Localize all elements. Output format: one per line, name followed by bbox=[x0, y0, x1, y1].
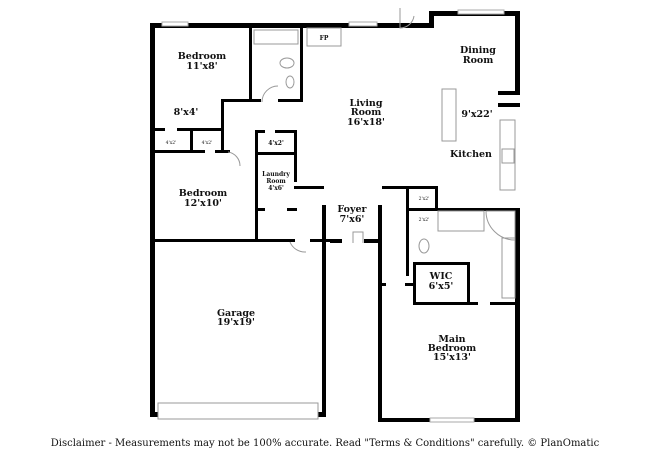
kitchen-island bbox=[441, 88, 457, 142]
fireplace-box bbox=[306, 27, 342, 47]
wic-name: WIC bbox=[429, 271, 453, 282]
toilet-icon bbox=[418, 238, 430, 254]
kitchen-size: 9'x22' bbox=[461, 109, 492, 120]
wic-size: 6'x5' bbox=[429, 281, 454, 292]
tub-icon bbox=[485, 210, 516, 241]
living-name1: Living bbox=[350, 98, 383, 109]
fireplace-label: FP bbox=[320, 35, 329, 42]
counter bbox=[499, 119, 516, 191]
garage-name: Garage bbox=[217, 308, 255, 319]
closet-a-size: 4'x2' bbox=[166, 140, 177, 146]
shower-icon bbox=[437, 210, 485, 232]
closet-d-size: 2'x2' bbox=[419, 196, 430, 202]
foyer-name: Foyer bbox=[337, 204, 367, 215]
sink-icon bbox=[285, 75, 295, 89]
main-bedroom-name1: Main bbox=[438, 334, 465, 345]
laundry-name1: Laundry bbox=[262, 171, 290, 178]
bedroom1-name: Bedroom bbox=[178, 51, 226, 62]
dining-name2: Room bbox=[463, 55, 494, 66]
kitchen-name: Kitchen bbox=[450, 149, 492, 160]
bathtub-icon bbox=[253, 29, 299, 45]
vanity-icon bbox=[501, 237, 516, 299]
room-labels: Bedroom 11'x8' 8'x4' 4'x2' 4'x2' 4'x2' L… bbox=[166, 35, 497, 363]
living-name2: Room bbox=[351, 107, 382, 118]
laundry-name2: Room bbox=[266, 178, 286, 185]
foyer-size: 7'x6' bbox=[340, 214, 365, 225]
dining-name1: Dining bbox=[460, 45, 496, 56]
laundry-size: 4'x6' bbox=[268, 185, 284, 192]
garage-size: 19'x19' bbox=[217, 317, 255, 328]
bedroom1-size: 11'x8' bbox=[186, 61, 217, 72]
disclaimer: Disclaimer - Measurements may not be 100… bbox=[50, 438, 600, 449]
closet-c-size: 4'x2' bbox=[268, 140, 284, 147]
doors bbox=[227, 8, 415, 253]
toilet-icon bbox=[279, 57, 295, 69]
bedroom2-size: 12'x10' bbox=[184, 198, 222, 209]
stove-icon bbox=[501, 148, 515, 164]
closet-e-size: 2'x2' bbox=[419, 217, 430, 223]
closet-b-size: 4'x2' bbox=[202, 140, 213, 146]
living-size: 16'x18' bbox=[347, 117, 385, 128]
main-bedroom-size: 15'x13' bbox=[433, 352, 471, 363]
fixtures bbox=[157, 8, 516, 423]
main-bedroom-name2: Bedroom bbox=[428, 343, 476, 354]
hall-size: 8'x4' bbox=[174, 107, 199, 118]
bedroom2-name: Bedroom bbox=[179, 188, 227, 199]
